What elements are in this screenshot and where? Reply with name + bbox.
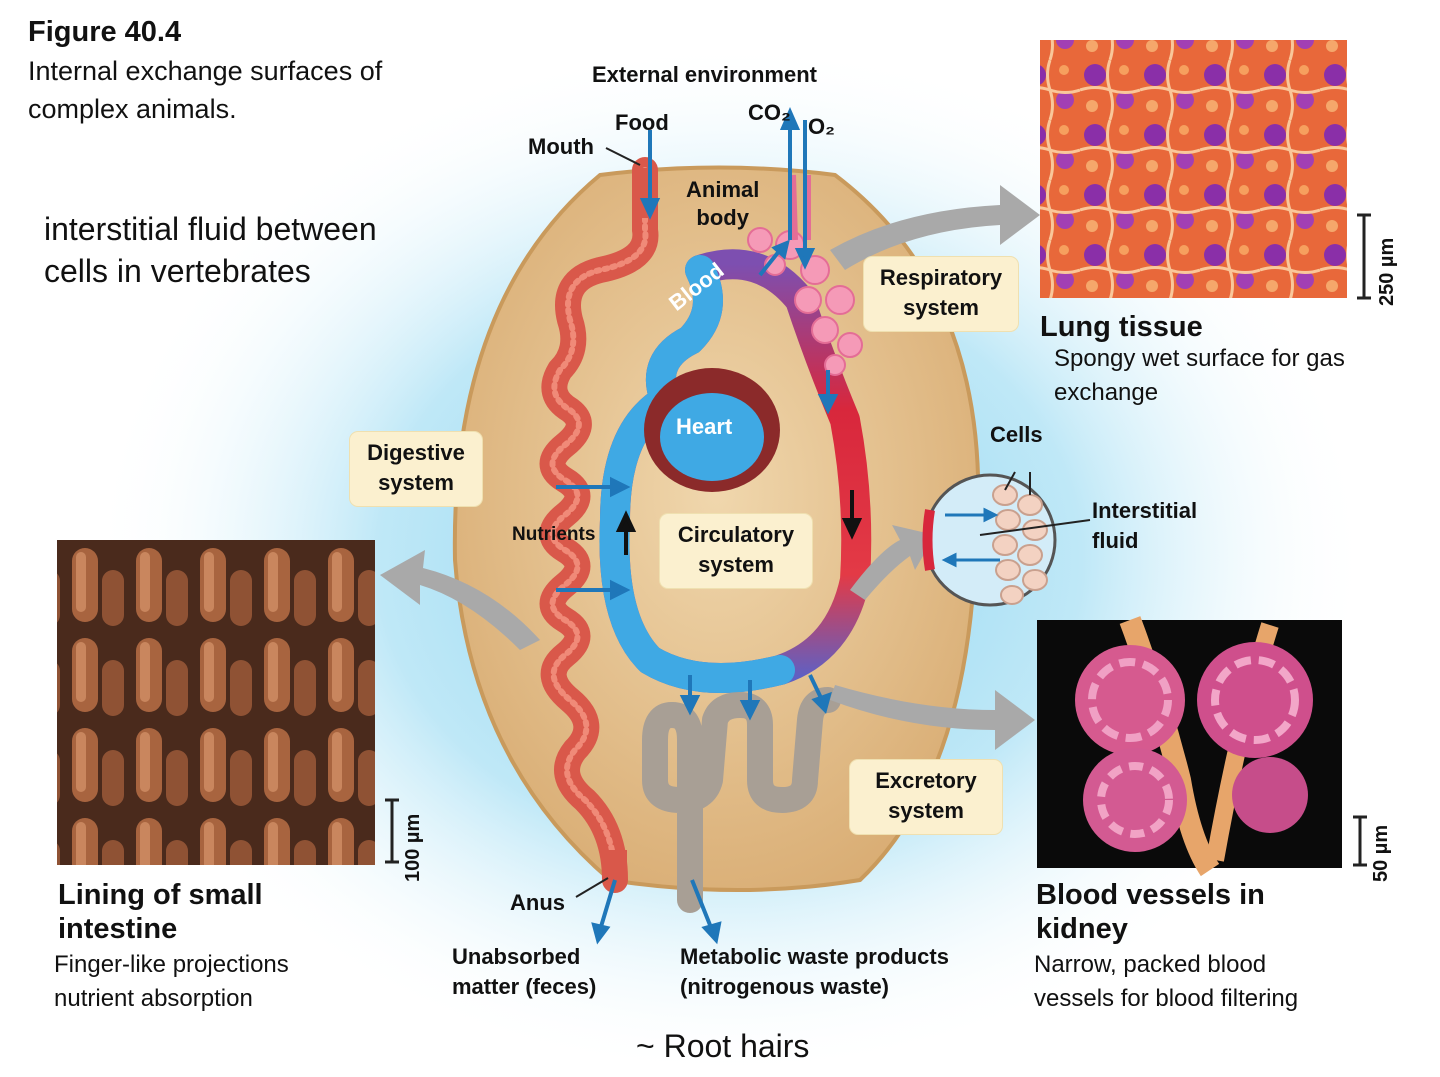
lung-tissue-description: Spongy wet surface for gas exchange [1054, 345, 1345, 406]
animal-body-label: Animal body [686, 177, 760, 230]
intestine-lining-photo [57, 540, 375, 865]
intestine-description: Finger-like projections nutrient absorpt… [54, 951, 289, 1012]
lung-tissue-title: Lung tissue [1040, 311, 1203, 343]
heart-label: Heart [676, 414, 733, 439]
feces-output-label: Unabsorbed matter (feces) [452, 944, 597, 999]
heart-inner [660, 393, 764, 481]
panel-arrows [380, 185, 1040, 750]
kidney-description: Narrow, packed blood vessels for blood f… [1034, 951, 1299, 1012]
interstitial-fluid-label: Interstitial fluid [1092, 498, 1198, 553]
mouth-label: Mouth [528, 134, 594, 159]
direction-arrows [615, 490, 863, 555]
lung-tissue-photo [1040, 40, 1347, 298]
kidney-scale-label: 50 µm [1370, 824, 1392, 882]
excretory-system-label: Excretory system [850, 760, 1002, 834]
o2-label: O₂ [808, 114, 835, 139]
waste-output-label: Metabolic waste products (nitrogenous wa… [680, 944, 949, 999]
anus-label: Anus [510, 890, 565, 915]
kidney-title: Blood vessels in kidney [1036, 879, 1265, 945]
kidney-glomeruli [1075, 616, 1313, 877]
nutrients-label: Nutrients [512, 524, 596, 545]
intestine-title: Lining of small intestine [58, 879, 263, 945]
lung-scale-label: 250 µm [1376, 237, 1398, 306]
cells-cluster [992, 484, 1048, 605]
circulatory-system-label: Circulatory system [660, 514, 812, 588]
figure-label: Figure 40.4 [28, 16, 182, 48]
external-environment-label: External environment [592, 62, 817, 87]
co2-label: CO₂ [748, 100, 791, 125]
excretory-tubule [642, 687, 841, 913]
respiratory-system-label: Respiratory system [864, 257, 1018, 331]
handwritten-note: interstitial fluid between cells in vert… [44, 211, 377, 289]
digestive-system-label: Digestive system [350, 432, 482, 506]
figure-caption: Internal exchange surfaces of complex an… [28, 56, 383, 124]
flow-arrows [556, 107, 839, 945]
cells-label: Cells [990, 422, 1043, 447]
root-hairs-note: ~ Root hairs [636, 1028, 810, 1064]
food-label: Food [615, 110, 669, 135]
intestine-scale-label: 100 µm [402, 813, 424, 882]
scale-bars [385, 213, 1371, 867]
